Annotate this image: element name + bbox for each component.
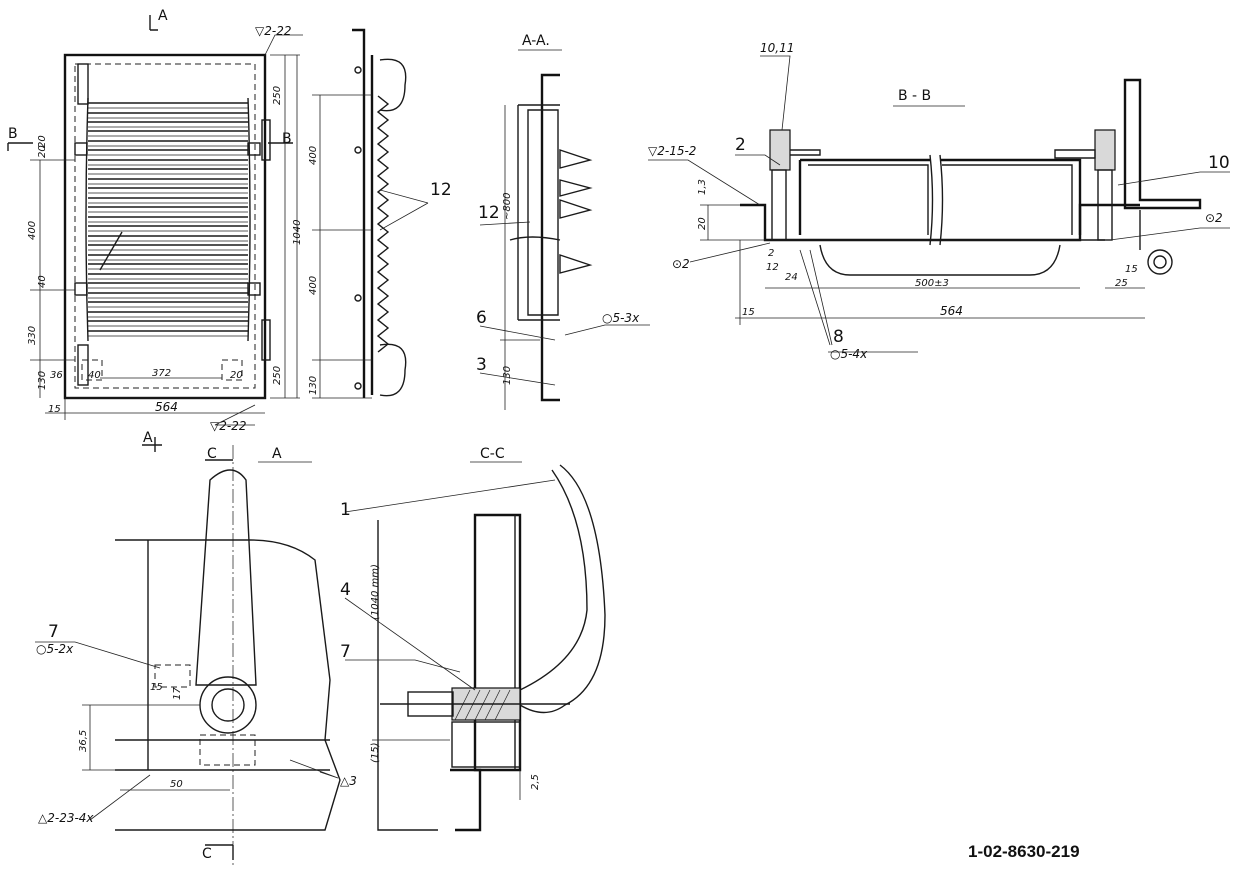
bb-dim-25: 25 bbox=[1115, 278, 1128, 289]
side-dim-400: 400 bbox=[308, 146, 319, 165]
view-a: C C A 7 ○5-2x 15 17 36,5 50 △2-23-4x △3 bbox=[35, 445, 357, 865]
bb-dim-20: 20 bbox=[697, 217, 708, 230]
a-dim-17: 17 bbox=[172, 687, 183, 700]
bb-weld-top: ▽2-15-2 bbox=[648, 144, 696, 158]
bb-dim-12: 12 bbox=[766, 262, 779, 273]
view-a-title: A bbox=[272, 446, 282, 462]
bb-circ2-left: ⊙2 bbox=[672, 257, 690, 271]
side-dim-130: 130 bbox=[308, 376, 319, 395]
callout-1: 1 bbox=[340, 500, 351, 520]
a-weld-7: ○5-2x bbox=[36, 642, 74, 656]
section-mark-a-top: A bbox=[158, 8, 168, 24]
louver-slats bbox=[85, 97, 251, 342]
callout-3: 3 bbox=[476, 355, 487, 375]
front-view: A A B B ▽2-22 ▽2-22 250 250 400 330 20 2… bbox=[7, 8, 303, 452]
callout-4: 4 bbox=[340, 580, 351, 600]
a-dim-50: 50 bbox=[170, 779, 183, 790]
section-aa-title: A-A. bbox=[522, 33, 550, 49]
bb-dim-2: 2 bbox=[768, 248, 774, 259]
side-view: 400 1040 400 130 12 bbox=[292, 28, 452, 399]
dim-20-c: 20 bbox=[230, 370, 243, 381]
callout-10-11: 10,11 bbox=[760, 41, 794, 55]
side-dim-1040: 1040 bbox=[292, 220, 303, 245]
dim-40: 40 bbox=[37, 275, 48, 288]
weld-symbol-bottom: ▽2-22 bbox=[210, 419, 246, 433]
a-weld-bottom: △2-23-4x bbox=[38, 811, 94, 825]
a-dim-36-5: 36,5 bbox=[78, 730, 89, 752]
dim-372: 372 bbox=[152, 368, 171, 379]
dim-36: 36 bbox=[50, 370, 63, 381]
section-bb-title: B - B bbox=[898, 88, 931, 104]
bb-weld-8: ○5-4x bbox=[830, 347, 868, 361]
cc-dim-2-5: 2,5 bbox=[530, 774, 541, 790]
dim-130: 130 bbox=[37, 371, 48, 390]
a-weld-3: △3 bbox=[340, 774, 357, 788]
bb-dim-13: 1,3 bbox=[697, 179, 708, 195]
section-bb: B - B 10,11 2 10 ▽2-15-2 1,3 20 ⊙2 ⊙2 bbox=[648, 41, 1230, 361]
drawing-number: 1-02-8630-219 bbox=[968, 842, 1080, 861]
bb-circ2-right: ⊙2 bbox=[1205, 211, 1223, 225]
section-aa: A-A. ~800 130 12 6 3 ○5-3x bbox=[476, 33, 650, 410]
callout-6: 6 bbox=[476, 308, 487, 328]
section-mark-c-bottom: C bbox=[202, 846, 212, 862]
dim-250-top: 250 bbox=[272, 86, 283, 105]
section-mark-c-top: C bbox=[207, 446, 217, 462]
side-dim-400b: 400 bbox=[308, 276, 319, 295]
section-mark-b-left: B bbox=[8, 126, 18, 142]
bb-dim-500: 500±3 bbox=[915, 278, 949, 289]
cc-dim-1040: (1040 mm) bbox=[370, 564, 381, 620]
dim-15: 15 bbox=[48, 404, 61, 415]
callout-12-aa: 12 bbox=[478, 203, 500, 223]
callout-12-side: 12 bbox=[430, 180, 452, 200]
dim-20-b: 20 bbox=[37, 135, 48, 148]
aa-weld: ○5-3x bbox=[602, 311, 640, 325]
bb-dim-24: 24 bbox=[785, 272, 798, 283]
cc-dim-15: (15) bbox=[370, 742, 381, 763]
section-cc-title: C-C bbox=[480, 446, 505, 462]
section-cc: C-C 1 4 7 (1040 mm) (15) 2,5 bbox=[340, 446, 606, 832]
weld-symbol-top: ▽2-22 bbox=[255, 24, 291, 38]
callout-8: 8 bbox=[833, 327, 844, 347]
bb-dim-15-right: 15 bbox=[1125, 264, 1138, 275]
dim-564: 564 bbox=[155, 400, 178, 414]
callout-7-a: 7 bbox=[48, 622, 59, 642]
dim-250-bottom: 250 bbox=[272, 366, 283, 385]
dim-40b: 40 bbox=[88, 370, 101, 381]
callout-2: 2 bbox=[735, 135, 746, 155]
aa-dim-800: ~800 bbox=[502, 193, 513, 220]
section-mark-b-right: B bbox=[282, 131, 292, 147]
dim-330: 330 bbox=[27, 326, 38, 345]
aa-dim-130: 130 bbox=[502, 366, 513, 385]
bb-dim-564: 564 bbox=[940, 304, 963, 318]
callout-7-cc: 7 bbox=[340, 642, 351, 662]
section-mark-a-bottom: A bbox=[143, 430, 153, 446]
dim-400-left: 400 bbox=[27, 221, 38, 240]
a-dim-15: 15 bbox=[150, 682, 163, 693]
dim-20-a: 20 bbox=[37, 145, 48, 158]
callout-10: 10 bbox=[1208, 153, 1230, 173]
bb-dim-15-left: 15 bbox=[742, 307, 755, 318]
